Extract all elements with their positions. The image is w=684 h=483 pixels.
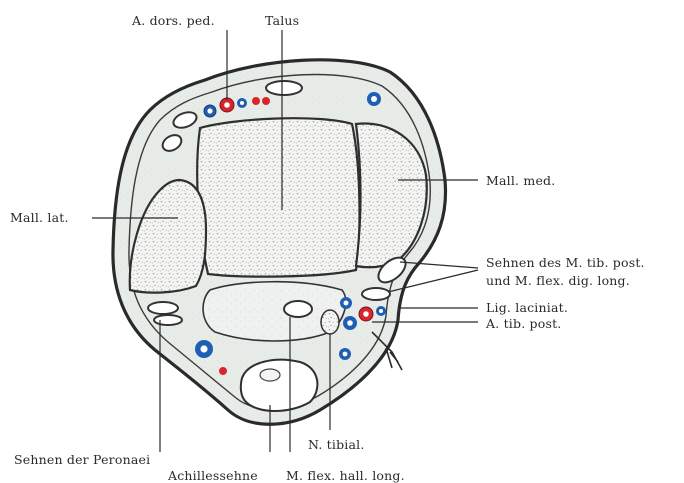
label-lig-laciniat: Lig. laciniat. — [486, 300, 568, 315]
vein-saphena-magna-lumen — [371, 96, 377, 102]
label-m-flex-hall-long: M. flex. hall. long. — [286, 468, 405, 483]
label-mall-lat: Mall. lat. — [10, 210, 69, 225]
tendon-flex-dig-long — [362, 288, 390, 300]
label-achillessehne: Achillessehne — [167, 468, 258, 483]
vein-saphena-parva-lumen — [200, 345, 207, 352]
tendon-peronaei-2 — [154, 315, 182, 325]
vein-tib-post-2-lumen — [347, 320, 353, 326]
artery-tib-post-lumen — [363, 311, 369, 317]
label-sehnen-tib-line1: Sehnen des M. tib. post. — [486, 255, 645, 270]
artery-dorsalis-pedis-lumen — [224, 102, 230, 108]
achilles-tendon — [241, 360, 318, 411]
tendon-anterior-top — [266, 81, 302, 95]
talus-bone — [197, 118, 359, 276]
label-n-tibial: N. tibial. — [308, 437, 365, 452]
tibial-nerve — [321, 310, 339, 334]
label-a-dors-ped: A. dors. ped. — [131, 13, 215, 28]
vein-anterior-1-lumen — [207, 108, 212, 113]
label-sehnen-tib-line2: und M. flex. dig. long. — [486, 273, 630, 288]
vein-anterior-2-lumen — [240, 101, 244, 105]
label-a-tib-post: A. tib. post. — [485, 316, 561, 331]
label-sehnen-peronaei: Sehnen der Peronaei — [14, 452, 150, 467]
artery-small-1 — [252, 97, 260, 105]
artery-lateral-small — [219, 367, 227, 375]
tendon-flex-hall-long — [284, 301, 312, 317]
vein-posterior-medial-lumen — [343, 352, 348, 357]
vein-tib-post-1-lumen — [344, 301, 349, 306]
tendon-peronaei-1 — [148, 302, 178, 314]
tendon-posterior-lateral — [260, 369, 280, 381]
vein-tib-post-3-lumen — [379, 309, 383, 313]
label-mall-med: Mall. med. — [486, 173, 555, 188]
artery-small-2 — [262, 97, 270, 105]
label-talus: Talus — [265, 13, 299, 28]
